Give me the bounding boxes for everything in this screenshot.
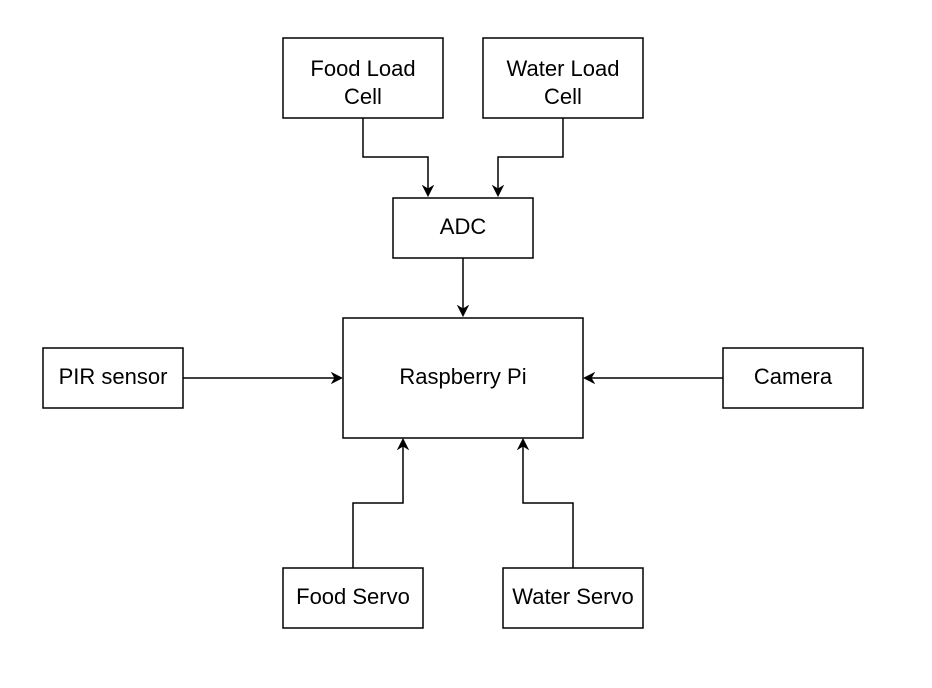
edge-water-load-cell-to-adc bbox=[498, 118, 564, 195]
food-load-cell-label-line-1: Food Load bbox=[310, 56, 415, 81]
water-servo-label: Water Servo bbox=[512, 584, 633, 609]
pir-sensor-node: PIR sensor bbox=[42, 347, 184, 409]
raspberry-pi-label: Raspberry Pi bbox=[399, 364, 526, 389]
raspberry-pi-node: Raspberry Pi bbox=[342, 317, 584, 439]
edge-food-load-cell-to-adc bbox=[362, 118, 428, 195]
adc-node: ADC bbox=[392, 197, 534, 259]
camera-node: Camera bbox=[722, 347, 864, 409]
edge-water-servo-to-raspberry-pi bbox=[523, 440, 574, 568]
water-load-cell-label-line-1: Water Load bbox=[507, 56, 620, 81]
food-servo-label: Food Servo bbox=[296, 584, 410, 609]
food-load-cell-node: Food Load Cell bbox=[282, 37, 444, 119]
water-load-cell-label-line-2: Cell bbox=[544, 84, 582, 109]
water-load-cell-node: Water Load Cell bbox=[482, 37, 644, 119]
pir-sensor-label: PIR sensor bbox=[59, 364, 168, 389]
water-servo-node: Water Servo bbox=[502, 567, 644, 629]
edge-food-servo-to-raspberry-pi bbox=[352, 440, 403, 568]
food-load-cell-label-line-2: Cell bbox=[344, 84, 382, 109]
adc-label: ADC bbox=[440, 214, 487, 239]
food-servo-node: Food Servo bbox=[282, 567, 424, 629]
camera-label: Camera bbox=[754, 364, 833, 389]
